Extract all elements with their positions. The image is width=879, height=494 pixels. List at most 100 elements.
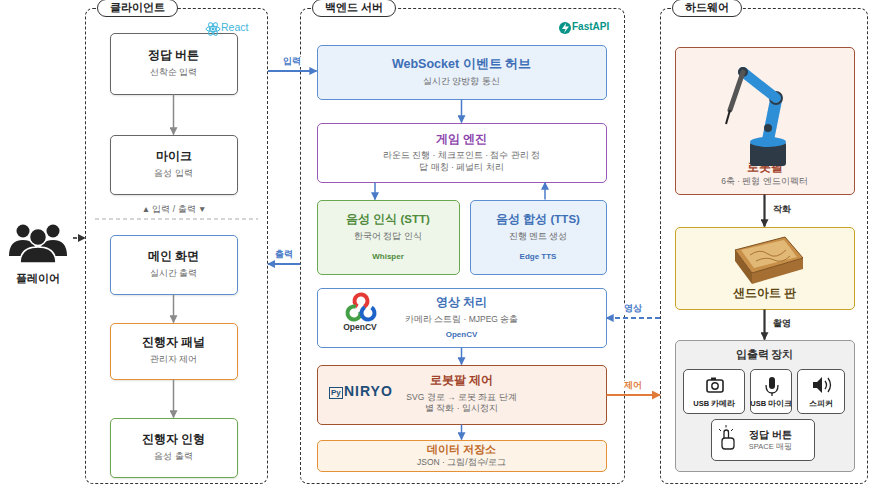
- node-subtitle: SVG 경로 → 로봇 좌표 단계별 작화 · 일시정지: [404, 392, 519, 415]
- flow-arrow: [461, 425, 463, 440]
- node-title: 입출력 장치: [736, 348, 794, 361]
- react-logo: [206, 22, 220, 37]
- camera-icon: [707, 378, 723, 393]
- click-mark: [726, 425, 727, 428]
- person-head: [47, 225, 60, 238]
- node-body: 정답 버튼SPACE 매핑: [712, 420, 814, 460]
- hardware-box: 로봇팔 6축 · 펜형 엔드이펙터: [675, 47, 855, 195]
- node-title: 정답 버튼: [148, 49, 199, 63]
- node-body: 데이터 저장소JSON · 그림/점수/로그: [318, 441, 606, 471]
- person-head: [30, 229, 47, 246]
- logo-text: React: [221, 21, 248, 33]
- process-box: 메인 화면실시간 출력: [110, 235, 238, 295]
- node-title: WebSocket 이벤트 허브: [392, 57, 531, 72]
- opencv-ring: [346, 305, 361, 320]
- click-hand-icon: [719, 425, 734, 449]
- service-box: 음성 인식 (STT)한국어 정답 인식Whisper: [317, 200, 460, 275]
- process-box: 정답 버튼선착순 입력: [110, 33, 238, 95]
- robot-base: [750, 142, 786, 166]
- device-box: USB 마이크: [750, 369, 792, 414]
- speaker-cone: [813, 377, 822, 393]
- node-body: USB 카메라: [684, 370, 744, 413]
- flow-arrow: [544, 183, 546, 200]
- tray-top: [735, 237, 803, 273]
- node-title: 플레이어: [16, 272, 60, 285]
- node-title: 음성 합성 (TTS): [496, 213, 580, 227]
- person-body: [9, 240, 37, 256]
- flow-arrow: [461, 348, 463, 365]
- device-group: 입출력 장치 USB 카메라USB 마이크스피커정답 버튼SPACE 매핑: [675, 340, 855, 472]
- flow-arrow: [374, 183, 376, 200]
- process-box: 마이크음성 입력: [110, 135, 238, 195]
- person-head: [17, 225, 30, 238]
- flow-arrow: [607, 394, 661, 396]
- node-subtitle: SPACE 매핑: [749, 442, 792, 452]
- robot-effector: [730, 72, 743, 110]
- node-body: 게임 엔진라운드 진행 · 체크포인트 · 점수 관리 정답 매칭 · 페널티 …: [318, 124, 606, 182]
- robot-joint: [769, 91, 783, 105]
- hardware-group: 하드웨어로봇팔6축 · 펜형 엔드이펙터샌드아트 판입출력 장치USB 카메라U…: [660, 8, 868, 484]
- hand-finger: [724, 430, 729, 441]
- sand-pattern: [750, 250, 786, 256]
- camera-lens: [712, 383, 718, 389]
- node-body: 로봇팔 제어SVG 경로 → 로봇 좌표 단계별 작화 · 일시정지PyNIRY…: [318, 366, 606, 424]
- service-box: 게임 엔진라운드 진행 · 체크포인트 · 점수 관리 정답 매칭 · 페널티 …: [317, 123, 607, 183]
- flow-arrow: [268, 70, 317, 72]
- node-body: 정답 버튼선착순 입력: [111, 34, 237, 94]
- process-box: 진행자 패널관리자 제어: [110, 323, 238, 380]
- node-subtitle: 관리자 제어: [150, 354, 197, 365]
- sand-pattern: [756, 256, 790, 261]
- node-body: 플레이어: [3, 213, 73, 288]
- opencv-ring: [352, 292, 370, 310]
- device-box: USB 카메라: [683, 369, 745, 414]
- sound-wave: [825, 381, 827, 389]
- robot-arm-illustration: [726, 67, 786, 166]
- robot-lower-arm: [768, 100, 776, 140]
- tech-tag: OpenCV: [446, 330, 478, 339]
- logo-text: OpenCV: [335, 322, 385, 332]
- node-subtitle: 실시간 출력: [150, 268, 197, 279]
- edge-label: 촬영: [772, 319, 792, 329]
- robot-base-top: [750, 137, 786, 147]
- service-box: 로봇팔 제어SVG 경로 → 로봇 좌표 단계별 작화 · 일시정지PyNIRY…: [317, 365, 607, 425]
- flow-arrow: [607, 317, 661, 319]
- node-subtitle: 라운드 진행 · 체크포인트 · 점수 관리 정답 매칭 · 페널티 처리: [379, 150, 544, 173]
- tray-side: [735, 250, 752, 284]
- node-subtitle: 카메라 스트림 · MJPEG 송출: [405, 314, 519, 325]
- camera-bump: [711, 378, 716, 381]
- service-box: WebSocket 이벤트 허브실시간 양방향 통신: [317, 45, 607, 100]
- node-title: 게임 엔진: [436, 132, 487, 146]
- node-title: 진행자 패널: [142, 336, 205, 350]
- edge-label: 제어: [623, 381, 643, 391]
- speaker-icon: [813, 377, 831, 393]
- node-subtitle: JSON · 그림/점수/로그: [417, 457, 506, 468]
- process-box: 진행자 인형음성 출력: [110, 418, 238, 478]
- node-title: 로봇팔: [747, 160, 783, 174]
- camera-body: [707, 380, 723, 392]
- mic-stand: [771, 393, 772, 396]
- opencv-ring: [359, 304, 377, 322]
- flow-arrow: [73, 237, 85, 238]
- node-subtitle: 실시간 양방향 통신: [423, 76, 500, 87]
- node-body: 스피커: [798, 370, 844, 413]
- node-body: 음성 합성 (TTS)진행 멘트 생성Edge TTS: [471, 201, 606, 274]
- person-body: [39, 240, 67, 256]
- node-subtitle: 진행 멘트 생성: [509, 231, 568, 242]
- atom-core: [212, 28, 215, 31]
- player-actor: 플레이어: [3, 213, 73, 288]
- node-subtitle: 음성 출력: [154, 451, 192, 462]
- io-separator-line: [95, 219, 258, 220]
- node-title: 샌드아트 판: [733, 287, 796, 301]
- flow-arrow: [268, 263, 300, 265]
- node-body: 마이크음성 입력: [111, 136, 237, 194]
- node-title: 진행자 인형: [142, 433, 205, 447]
- device-box: 스피커: [797, 369, 845, 414]
- server-group: 백엔드 서버FastAPIWebSocket 이벤트 허브실시간 양방향 통신게…: [300, 8, 625, 484]
- node-body: 음성 인식 (STT)한국어 정답 인식Whisper: [318, 201, 459, 274]
- node-body: 진행자 인형음성 출력: [111, 419, 237, 477]
- node-subtitle: 6축 · 펜형 엔드이펙터: [721, 176, 808, 187]
- robot-joint: [738, 67, 748, 77]
- flow-arrow: [763, 310, 765, 340]
- node-body: WebSocket 이벤트 허브실시간 양방향 통신: [318, 46, 606, 99]
